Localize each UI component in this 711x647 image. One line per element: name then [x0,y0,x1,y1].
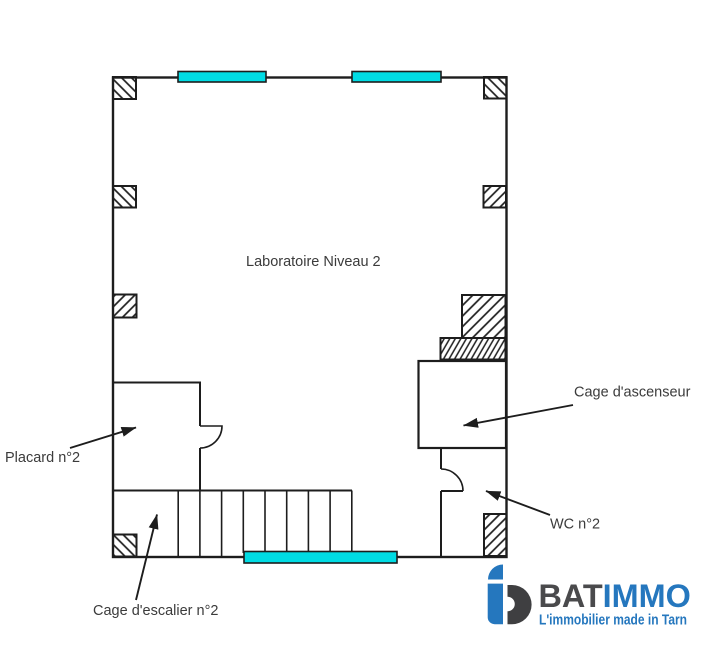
svg-text:BATIMMO: BATIMMO [539,578,691,614]
svg-text:Cage d'ascenseur: Cage d'ascenseur [574,385,691,401]
svg-text:Laboratoire Niveau 2: Laboratoire Niveau 2 [246,254,381,270]
svg-text:Placard n°2: Placard n°2 [5,450,80,466]
svg-text:Cage d'escalier n°2: Cage d'escalier n°2 [93,603,218,619]
svg-text:L'immobilier made in Tarn: L'immobilier made in Tarn [539,613,687,629]
svg-text:WC n°2: WC n°2 [550,517,600,533]
